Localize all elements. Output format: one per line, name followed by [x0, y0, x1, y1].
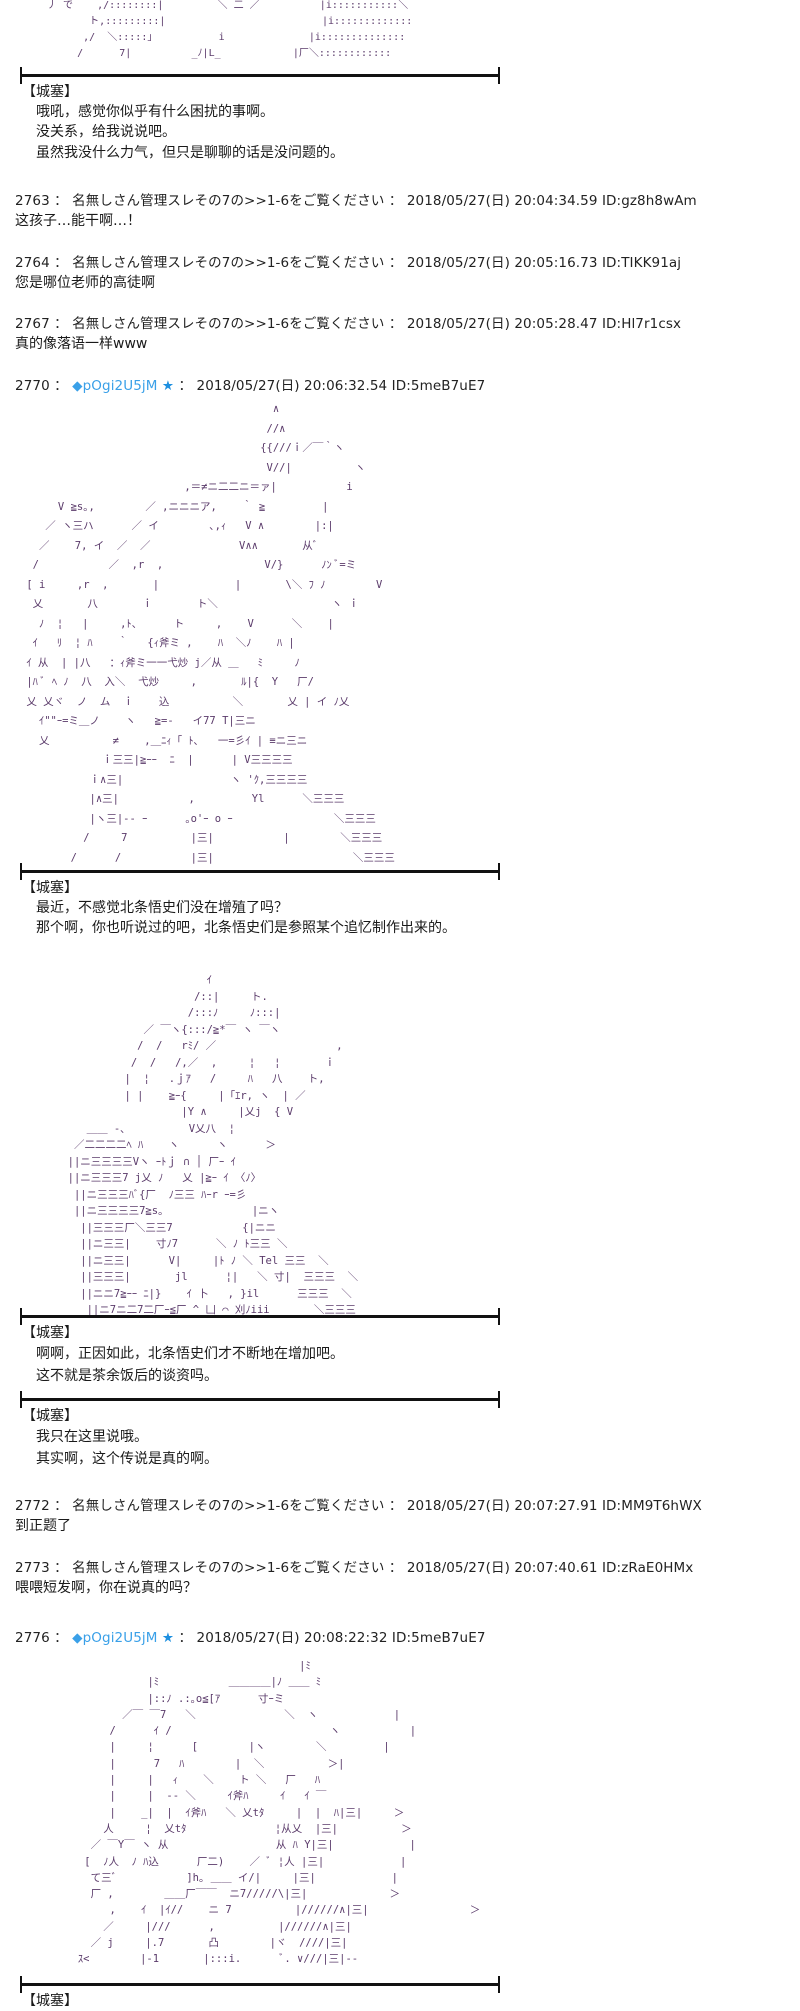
post-number[interactable]: 2776	[15, 1630, 50, 1646]
poster-name: 名無しさん管理スレその7の>>1-6をご覧ください	[72, 316, 385, 332]
speaker-label: 【城塞】	[22, 84, 78, 100]
post-header: 2764 ： 名無しさん管理スレその7の>>1-6をご覧ください ： 2018/…	[15, 253, 681, 273]
separator-colon: ：	[384, 1498, 407, 1514]
ascii-art-top-fragment: 丿 で ,/::::::::| ＼ 二 ／ |i:::::::::::＼ ト,:…	[47, 0, 413, 59]
post-body: 到正题了	[15, 1518, 71, 1534]
separator-line	[20, 1308, 500, 1325]
separator-colon: ：	[49, 316, 73, 332]
post-number[interactable]: 2772	[15, 1498, 50, 1514]
dialogue-line: 没关系，给我说说吧。	[36, 124, 176, 140]
post-date: 2018/05/27(日) 20:06:32.54	[196, 378, 388, 394]
post-date: 2018/05/27(日) 20:04:34.59	[406, 193, 598, 209]
dialogue-line: 啊啊，正因如此，北条悟史们才不断地在增加吧。	[36, 1346, 344, 1362]
dialogue-line: 虽然我没什么力气，但只是聊聊的话是没问题的。	[36, 145, 344, 161]
poster-name: 名無しさん管理スレその7の>>1-6をご覧ください	[72, 1560, 385, 1576]
poster-id[interactable]: ID:5meB7uE7	[391, 378, 486, 394]
post-number[interactable]: 2773	[15, 1560, 50, 1576]
speaker-label: 【城塞】	[22, 880, 78, 896]
post-date: 2018/05/27(日) 20:05:16.73	[406, 255, 598, 271]
ascii-art-character-1: ∧ //∧ {{///ｉ／￣｀ヽ V//| ヽ ,＝≠ニ二二ニ＝ァ| i	[26, 403, 395, 864]
separator-colon: ：	[384, 316, 407, 332]
dialogue-line: 其实啊，这个传说是真的啊。	[36, 1451, 218, 1467]
separator-colon: ：	[49, 1498, 73, 1514]
post-date: 2018/05/27(日) 20:07:27.91	[406, 1498, 598, 1514]
speaker-label: 【城塞】	[22, 1325, 78, 1341]
poster-id[interactable]: ID:5meB7uE7	[391, 1630, 486, 1646]
poster-name: 名無しさん管理スレその7の>>1-6をご覧ください	[72, 193, 385, 209]
ascii-art-character-2: ｲ /::| ト. /:::ﾉ ﾉ:::| ／ ￣ヽ{:::/≧*￣ ヽ ￣ヽ …	[67, 974, 359, 1316]
post-date: 2018/05/27(日) 20:08:22:32	[196, 1630, 388, 1646]
post-body: 喂喂短发啊，你在说真的吗？	[15, 1580, 197, 1596]
poster-id[interactable]: ID:Hl7r1csx	[601, 316, 682, 332]
separator-colon: ：	[384, 1560, 407, 1576]
poster-name: 名無しさん管理スレその7の>>1-6をご覧ください	[72, 255, 385, 271]
separator-colon: ：	[384, 255, 407, 271]
poster-id[interactable]: ID:TIKK91aj	[601, 255, 682, 271]
poster-id[interactable]: ID:gz8h8wAm	[601, 193, 697, 209]
poster-id[interactable]: ID:zRaE0HMx	[601, 1560, 694, 1576]
separator-line	[20, 1976, 500, 1993]
separator-colon: ：	[174, 378, 197, 394]
separator-colon: ：	[49, 255, 73, 271]
post-header: 2763 ： 名無しさん管理スレその7の>>1-6をご覧ください ： 2018/…	[15, 191, 697, 211]
poster-name: 名無しさん管理スレその7の>>1-6をご覧ください	[72, 1498, 385, 1514]
separator-line	[20, 863, 500, 880]
post-header: 2770 ： ◆pOgi2U5jM ★ ： 2018/05/27(日) 20:0…	[15, 376, 485, 396]
post-body: 您是哪位老师的高徒啊	[15, 275, 155, 291]
post-date: 2018/05/27(日) 20:05:28.47	[406, 316, 598, 332]
poster-id[interactable]: ID:MM9T6hWX	[601, 1498, 702, 1514]
dialogue-line: 那个啊，你也听说过的吧，北条悟史们是参照某个追忆制作出来的。	[36, 920, 456, 936]
post-body: 这孩子…能干啊…！	[15, 213, 141, 229]
separator-line	[20, 67, 500, 84]
speaker-label: 【城塞】	[22, 1408, 78, 1424]
speaker-label: 【城塞】	[22, 1993, 78, 2009]
star-icon: ★	[161, 1630, 175, 1646]
tripcode-link[interactable]: ◆pOgi2U5jM	[72, 378, 158, 394]
post-body: 真的像落语一样www	[15, 336, 148, 352]
dialogue-line: 我只在这里说哦。	[36, 1429, 148, 1445]
separator-colon: ：	[49, 1630, 73, 1646]
tripcode-link[interactable]: ◆pOgi2U5jM	[72, 1630, 158, 1646]
post-number[interactable]: 2763	[15, 193, 50, 209]
post-number[interactable]: 2767	[15, 316, 50, 332]
post-date: 2018/05/27(日) 20:07:40.61	[406, 1560, 598, 1576]
post-number[interactable]: 2770	[15, 378, 50, 394]
post-number[interactable]: 2764	[15, 255, 50, 271]
separator-colon: ：	[49, 193, 73, 209]
separator-line	[20, 1391, 500, 1408]
separator-colon: ：	[49, 1560, 73, 1576]
post-header: 2776 ： ◆pOgi2U5jM ★ ： 2018/05/27(日) 20:0…	[15, 1628, 486, 1648]
post-header: 2772 ： 名無しさん管理スレその7の>>1-6をご覧ください ： 2018/…	[15, 1496, 702, 1516]
dialogue-line: 这不就是茶余饭后的谈资吗。	[36, 1368, 218, 1384]
dialogue-line: 最近，不感觉北条悟史们没在增殖了吗？	[36, 900, 288, 916]
separator-colon: ：	[384, 193, 407, 209]
post-header: 2767 ： 名無しさん管理スレその7の>>1-6をご覧ください ： 2018/…	[15, 314, 681, 334]
ascii-art-character-3: |ﾐ |ﾐ ＿＿＿＿|ﾉ ＿＿ ﾐ |::ﾉ .:｡o≦[ｱ 寸ｰミ ／￣ ￣7…	[77, 1660, 481, 1966]
post-header: 2773 ： 名無しさん管理スレその7の>>1-6をご覧ください ： 2018/…	[15, 1558, 693, 1578]
separator-colon: ：	[49, 378, 73, 394]
star-icon: ★	[161, 378, 175, 394]
separator-colon: ：	[174, 1630, 197, 1646]
dialogue-line: 哦吼，感觉你似乎有什么困扰的事啊。	[36, 104, 274, 120]
